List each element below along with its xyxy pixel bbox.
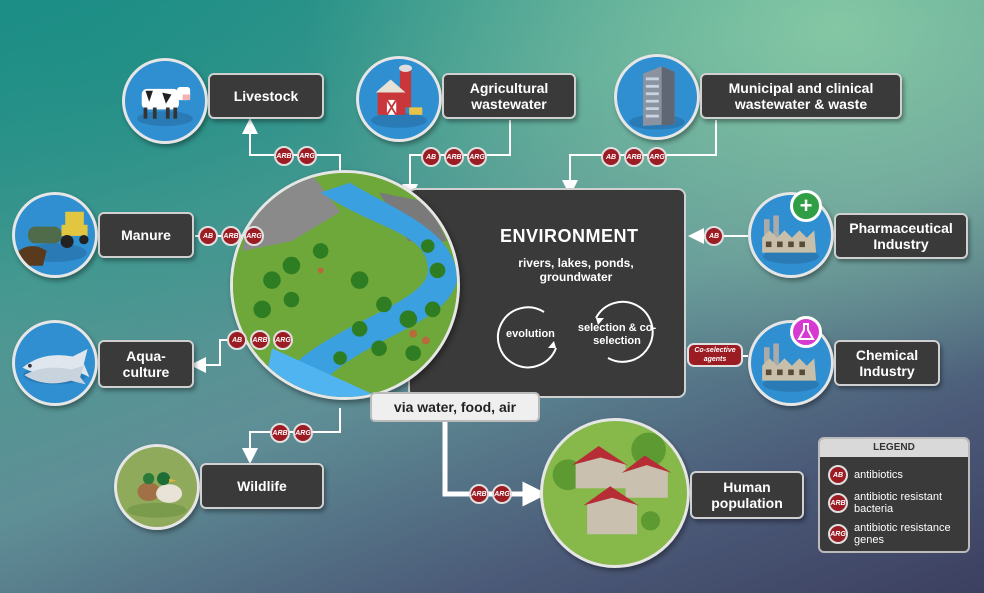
coselective-agents-badge: Co-selective agents [687,343,743,367]
municipal-label[interactable]: Municipal and clinical wastewater & wast… [700,73,902,119]
aquaculture-label[interactable]: Aqua- culture [98,340,194,388]
livestock-label[interactable]: Livestock [208,73,324,119]
legend-title: LEGEND [820,439,968,457]
legend-item-label: antibiotic resistance genes [854,522,951,546]
evolution-label: evolution [506,328,555,340]
wildlife-label[interactable]: Wildlife [200,463,324,509]
ab-badge: AB [421,147,441,167]
livestock-icon [122,58,208,144]
building-icon [614,54,700,140]
cycle-arrows-icon [496,300,654,369]
arg-badge: ARG [273,330,293,350]
human-label[interactable]: Human population [690,471,804,519]
legend-item-label: antibiotics [854,469,903,481]
duck-icon [114,444,200,530]
via-water-food-air-label: via water, food, air [370,392,540,422]
ab-badge: AB [704,226,724,246]
fish-icon [12,320,98,406]
pharmaceutical-label[interactable]: Pharmaceutical Industry [834,213,968,259]
arg-badge: ARG [828,524,848,544]
legend-item: ARB antibiotic resistant bacteria [828,491,964,515]
manure-label[interactable]: Manure [98,212,194,258]
arg-badge: ARG [297,146,317,166]
legend-item: ARG antibiotic resistance genes [828,522,964,546]
environment-title: ENVIRONMENT [500,226,639,246]
legend-item-label: antibiotic resistant bacteria [854,491,943,515]
arg-badge: ARG [492,484,512,504]
chemical-label[interactable]: Chemical Industry [834,340,940,386]
environment-subtitle: rivers, lakes, ponds, groundwater [518,256,634,284]
houses-icon [540,418,690,568]
arb-badge: ARB [250,330,270,350]
legend-item: AB antibiotics [828,465,964,485]
arb-badge: ARB [444,147,464,167]
ab-badge: AB [198,226,218,246]
arb-badge: ARB [469,484,489,504]
arb-badge: ARB [624,147,644,167]
arg-badge: ARG [467,147,487,167]
flask-icon [790,316,822,348]
barn-icon [356,56,442,142]
arb-badge: ARB [221,226,241,246]
arb-badge: ARB [828,493,848,513]
tractor-icon [12,192,98,278]
legend: LEGEND AB antibiotics ARB antibiotic res… [818,437,970,553]
ab-badge: AB [828,465,848,485]
selection-label: selection & co-selection [577,322,657,347]
agricultural-label[interactable]: Agricultural wastewater [442,73,576,119]
arb-badge: ARB [270,423,290,443]
ab-badge: AB [227,330,247,350]
arg-badge: ARG [244,226,264,246]
ab-badge: AB [601,147,621,167]
arg-badge: ARG [293,423,313,443]
arg-badge: ARG [647,147,667,167]
environment-landscape-image [230,170,460,400]
plus-icon: + [790,190,822,222]
arb-badge: ARB [274,146,294,166]
